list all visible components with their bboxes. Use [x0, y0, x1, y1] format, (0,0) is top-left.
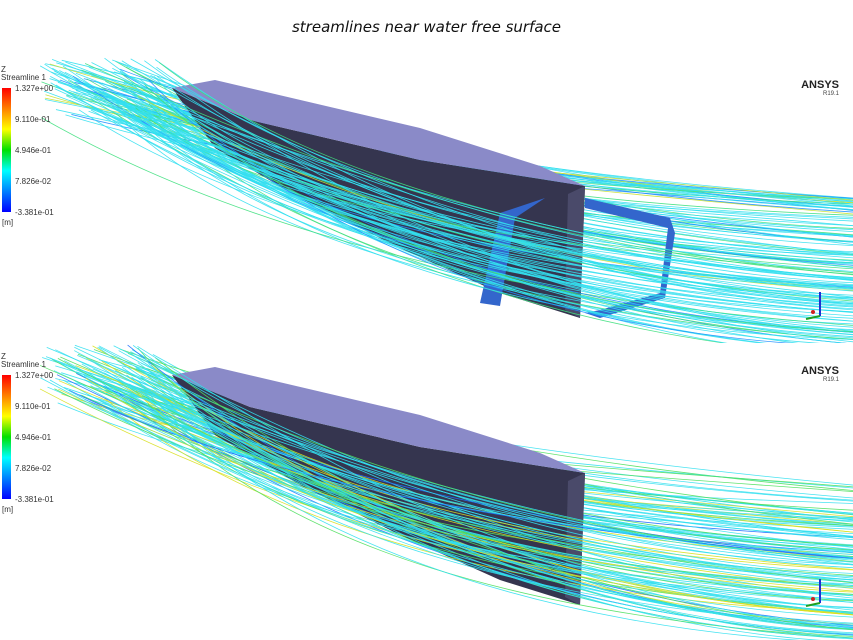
legend-tick: 4.946e-01 [15, 433, 52, 442]
streamline [123, 80, 853, 281]
streamline [51, 59, 853, 284]
foil-strut-rear [585, 198, 675, 318]
streamline [156, 66, 853, 281]
streamline [145, 393, 853, 627]
streamline [105, 361, 853, 560]
y-axis [805, 602, 821, 607]
logo-version: R19.1 [822, 91, 839, 97]
axis-triad [805, 579, 821, 607]
legend-name: Streamline 1 [1, 360, 46, 369]
streamline [144, 84, 853, 333]
streamline [134, 365, 853, 586]
streamline [138, 106, 853, 338]
streamline-panel-bottom: Z Streamline 1 1.327e+00 9.110e-01 4.946… [0, 343, 853, 640]
legend-variable: Z [1, 352, 6, 361]
legend-tick: -3.381e-01 [15, 495, 54, 504]
streamline [106, 94, 853, 317]
streamline [105, 92, 768, 343]
legend-name: Streamline 1 [1, 73, 46, 82]
legend-tick: 1.327e+00 [15, 371, 54, 380]
streamline [84, 379, 853, 625]
streamline [112, 105, 853, 313]
streamline [117, 360, 853, 563]
x-axis [811, 310, 815, 314]
streamline [50, 82, 853, 311]
legend-tick: 7.826e-02 [15, 464, 52, 473]
color-legend: Z Streamline 1 1.327e+00 9.110e-01 4.946… [1, 65, 54, 228]
streamline [54, 388, 853, 588]
streamline [153, 76, 853, 292]
streamline [68, 389, 853, 560]
streamline [109, 102, 853, 296]
ansys-logo: ANSYS R19.1 [801, 79, 839, 97]
streamline [57, 358, 853, 631]
legend-tick: 9.110e-01 [15, 115, 51, 124]
streamline [147, 388, 853, 637]
streamline [74, 350, 853, 634]
streamline [124, 105, 853, 333]
streamline [104, 57, 853, 335]
legend-tick: 4.946e-01 [15, 146, 52, 155]
streamline [132, 114, 853, 288]
hull-deck [172, 367, 585, 473]
streamline [128, 107, 853, 306]
axis-triad [805, 292, 821, 320]
legend-unit: [m] [2, 505, 14, 514]
streamline [85, 377, 853, 616]
streamline [86, 78, 853, 302]
legend-tick: 9.110e-01 [15, 402, 51, 411]
streamline [117, 381, 853, 589]
streamline [55, 349, 853, 629]
streamlines-front [39, 57, 853, 343]
streamline [152, 91, 853, 287]
streamlines-front [39, 344, 853, 640]
streamline [50, 76, 853, 333]
legend-unit: [m] [2, 218, 14, 227]
streamline [131, 82, 764, 343]
ansys-logo: ANSYS R19.1 [801, 365, 839, 383]
streamline [131, 376, 853, 618]
streamline [64, 360, 822, 640]
logo-version: R19.1 [822, 377, 839, 383]
streamline [77, 354, 853, 574]
legend-tick: 7.826e-02 [15, 177, 52, 186]
streamline [45, 356, 853, 563]
cfd-scene [39, 57, 853, 343]
foil-strut-front [480, 198, 545, 306]
streamline [104, 397, 853, 614]
color-legend: Z Streamline 1 1.327e+00 9.110e-01 4.946… [1, 352, 54, 515]
streamline [55, 84, 853, 339]
streamline [141, 400, 853, 586]
streamline [88, 372, 853, 583]
streamline [143, 112, 853, 287]
legend-tick: 1.327e+00 [15, 84, 54, 93]
x-axis [811, 597, 815, 601]
y-axis [805, 315, 821, 320]
streamline [43, 90, 853, 289]
streamline [99, 399, 853, 559]
logo-name: ANSYS [801, 365, 839, 377]
streamline [152, 389, 853, 589]
streamline [87, 103, 853, 332]
streamline [78, 369, 853, 583]
streamline [97, 346, 853, 639]
streamline [137, 345, 853, 608]
hull-deck [172, 80, 585, 186]
streamline [129, 98, 853, 313]
color-bar [2, 88, 11, 212]
hull-side [172, 375, 585, 605]
cfd-scene [39, 344, 853, 640]
legend-tick: -3.381e-01 [15, 208, 54, 217]
logo-name: ANSYS [801, 79, 839, 91]
streamline-panel-top: Z Streamline 1 1.327e+00 9.110e-01 4.946… [0, 48, 853, 343]
figure-title: streamlines near water free surface [291, 18, 562, 36]
streamline [110, 96, 853, 281]
color-bar [2, 375, 11, 499]
legend-variable: Z [1, 65, 6, 74]
streamline [159, 62, 853, 276]
streamline [129, 99, 853, 322]
streamline [55, 86, 853, 286]
streamline [144, 60, 853, 333]
streamline [126, 113, 853, 307]
